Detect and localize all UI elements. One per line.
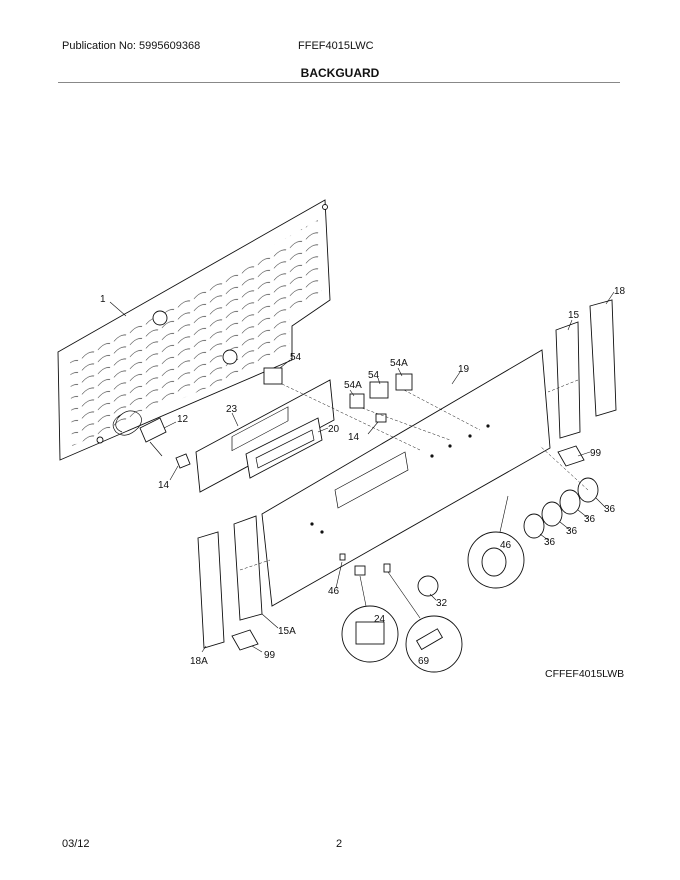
rear-back-panel	[57, 199, 331, 461]
control-knob-4	[523, 513, 545, 539]
callout-14-left: 14	[158, 480, 170, 491]
rocker-switch-detail	[341, 565, 399, 663]
left-trim	[197, 531, 225, 649]
callout-54A-right: 54A	[390, 358, 408, 369]
right-end-cap	[555, 321, 581, 439]
selector-knob	[417, 575, 439, 597]
callout-36-c: 36	[566, 526, 578, 537]
infinite-switch-54A-left	[349, 393, 365, 409]
screw-detail	[383, 563, 463, 673]
callout-46-detail: 46	[500, 540, 512, 551]
callout-36-b: 36	[584, 514, 596, 525]
footer-date: 03/12	[62, 838, 90, 850]
right-trim	[589, 299, 617, 417]
electronic-control	[245, 417, 323, 479]
control-panel	[261, 349, 551, 607]
callout-19: 19	[458, 364, 470, 375]
model-number: FFEF4015LWC	[298, 40, 374, 52]
section-title: BACKGUARD	[300, 66, 380, 80]
left-end-cap	[233, 515, 263, 621]
indicator-lamp-detail	[467, 495, 525, 589]
support-bracket	[195, 379, 335, 493]
callout-24: 24	[374, 614, 386, 625]
publication-number: Publication No: 5995609368	[62, 40, 201, 52]
callout-12: 12	[177, 414, 189, 425]
callout-18A: 18A	[190, 656, 208, 667]
switch-clip-left	[175, 453, 191, 469]
infinite-switch-54A-right	[395, 373, 413, 391]
callout-99-right: 99	[590, 448, 602, 459]
infinite-switch-54-mid	[369, 381, 389, 399]
switch-clip-mid	[375, 413, 387, 423]
header-rule	[58, 82, 620, 83]
callout-54-mid: 54	[368, 370, 380, 381]
callout-69: 69	[418, 656, 430, 667]
page-number: 2	[336, 838, 343, 850]
infinite-switch-upper	[263, 367, 283, 385]
callout-32: 32	[436, 598, 448, 609]
callout-18: 18	[614, 286, 626, 297]
callout-15A: 15A	[278, 626, 296, 637]
control-knob-3	[541, 501, 563, 527]
callout-20: 20	[328, 424, 340, 435]
callout-36-a: 36	[604, 504, 616, 515]
callout-23: 23	[226, 404, 238, 415]
callout-54-upper: 54	[290, 352, 302, 363]
bracket-left	[231, 629, 259, 651]
callout-14-mid: 14	[348, 432, 360, 443]
callout-15: 15	[568, 310, 580, 321]
callout-36-d: 36	[544, 537, 556, 548]
drawing-code: CFFEF4015LWB	[545, 668, 625, 680]
bracket-right	[557, 445, 585, 467]
callout-99-left: 99	[264, 650, 276, 661]
thermostat	[112, 410, 167, 457]
indicator-lamp-small	[339, 553, 346, 561]
control-knob-2	[559, 489, 581, 515]
callout-54A-left: 54A	[344, 380, 362, 391]
callout-1: 1	[100, 294, 106, 305]
callout-46-small: 46	[328, 586, 340, 597]
